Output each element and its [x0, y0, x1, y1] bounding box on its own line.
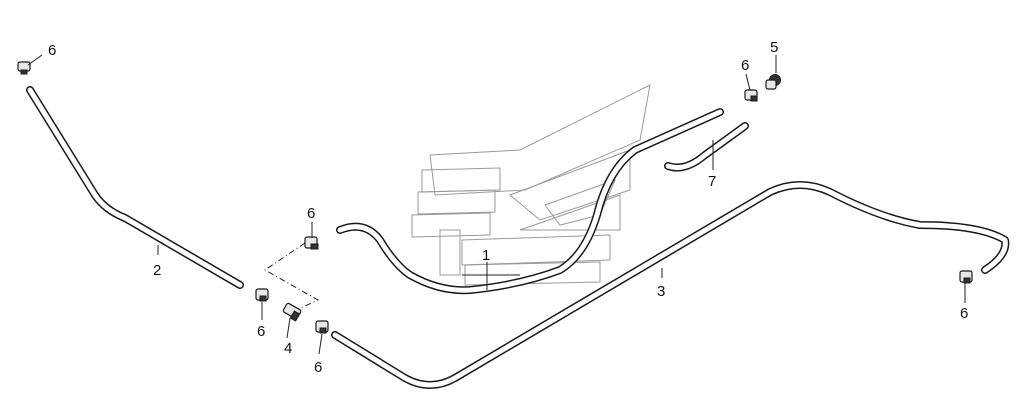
- background-component-outline: [411, 84, 651, 286]
- clip-lower-center: [315, 320, 329, 334]
- fitting-4: [282, 302, 302, 322]
- callout-6-far-right: 6: [960, 305, 968, 322]
- clip-top-left: [17, 61, 31, 75]
- assembly-lines: [264, 242, 320, 313]
- callout-6-lower-left: 6: [257, 323, 265, 340]
- hose-1: [336, 108, 724, 295]
- clip-upper-right: [744, 89, 758, 102]
- clip-far-right: [959, 270, 973, 284]
- cap-5: [765, 74, 781, 90]
- callout-4: 4: [284, 340, 292, 357]
- hose-7: [664, 122, 749, 172]
- callout-3: 3: [657, 283, 665, 300]
- clip-center-left: [304, 236, 319, 250]
- callout-2: 2: [153, 262, 161, 279]
- callout-1: 1: [482, 247, 490, 264]
- hose-3: [331, 181, 1010, 389]
- callout-5: 5: [770, 39, 778, 56]
- hose-2: [26, 86, 244, 289]
- callout-6-center-left: 6: [307, 205, 315, 222]
- callout-6-lower-center: 6: [314, 359, 322, 376]
- callout-6-upper-right: 6: [741, 57, 749, 74]
- leader-lines: [27, 54, 966, 355]
- clip-lower-left: [255, 288, 269, 302]
- callout-6-top-left: 6: [48, 42, 56, 59]
- callout-7: 7: [708, 173, 716, 190]
